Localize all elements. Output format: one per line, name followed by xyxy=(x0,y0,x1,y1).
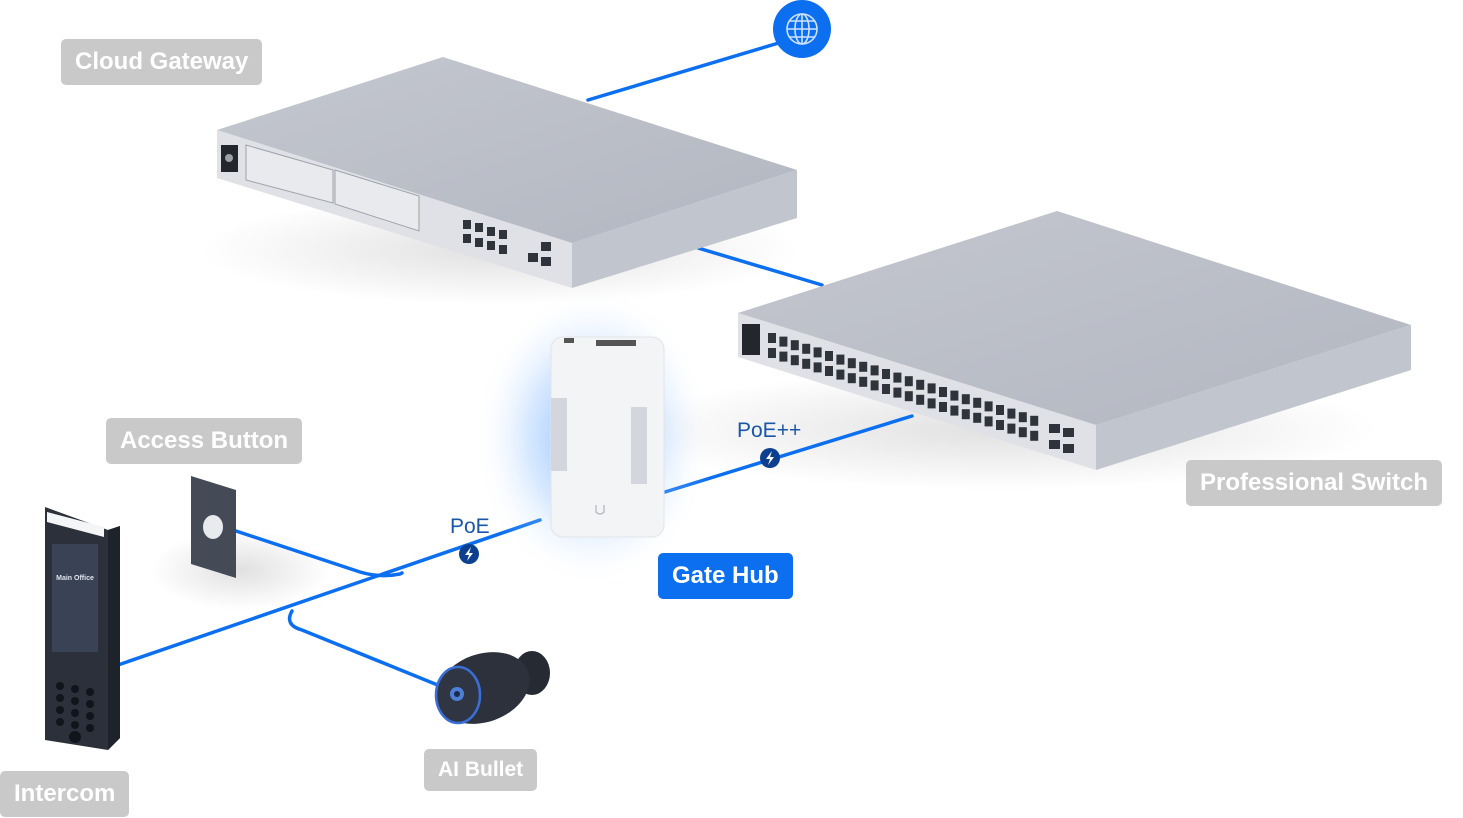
switch-port xyxy=(916,379,925,390)
intercom-screen xyxy=(52,544,98,652)
switch-port xyxy=(961,409,970,420)
switch-port xyxy=(904,391,913,402)
switch-port xyxy=(813,347,822,358)
switch-port xyxy=(813,362,822,373)
switch-port xyxy=(825,351,833,361)
switch-port xyxy=(973,412,982,423)
switch-port xyxy=(825,366,833,376)
switch-port xyxy=(836,354,845,365)
switch-port xyxy=(859,376,868,387)
switch-port xyxy=(859,361,868,372)
intercom-label[interactable]: Intercom xyxy=(0,771,130,817)
switch-port xyxy=(904,376,913,387)
drive-bay-2 xyxy=(334,169,420,232)
switch-port xyxy=(802,358,811,369)
switch-port xyxy=(870,365,879,376)
switch-port xyxy=(790,355,799,366)
poe-plus-badge xyxy=(760,448,780,468)
poe-badge xyxy=(459,544,479,564)
link-gatehub-camera xyxy=(287,609,447,690)
lightning-icon xyxy=(465,547,473,561)
switch-port xyxy=(847,358,856,369)
switch-port xyxy=(996,405,1004,415)
switch-port xyxy=(939,402,947,412)
professional-switch-device xyxy=(738,211,1411,470)
switch-ports xyxy=(768,333,1039,441)
internet-node xyxy=(773,0,831,58)
link-gateway-switch xyxy=(696,246,824,287)
switch-port xyxy=(973,397,982,408)
gateway-ports xyxy=(463,220,551,266)
poe-plus-label: PoE++ xyxy=(737,419,802,442)
switch-port xyxy=(939,387,947,397)
switch-display xyxy=(742,324,760,355)
switch-port xyxy=(893,372,902,383)
switch-port xyxy=(779,351,788,362)
drive-bay-1 xyxy=(245,144,334,204)
intercom-screen-title: Main Office xyxy=(56,575,94,582)
link-gatehub-button xyxy=(234,529,404,578)
cloud-gateway-device xyxy=(217,57,797,288)
gate-hub-device xyxy=(550,336,665,538)
ai-bullet-device xyxy=(434,651,550,725)
switch-port xyxy=(882,384,890,394)
access-button-device xyxy=(191,476,236,578)
switch-port xyxy=(768,348,776,358)
switch-port xyxy=(836,369,845,380)
switch-port xyxy=(882,369,890,379)
switch-port xyxy=(927,383,936,394)
globe-icon xyxy=(786,13,818,45)
lightning-icon xyxy=(766,451,774,465)
switch-port xyxy=(1007,408,1016,419)
switch-port xyxy=(916,394,925,405)
switch-port xyxy=(802,343,811,354)
switch-port xyxy=(893,387,902,398)
switch-port xyxy=(870,380,879,391)
switch-port xyxy=(984,416,993,427)
sfp-ports xyxy=(1049,424,1074,453)
ai-bullet-label[interactable]: AI Bullet xyxy=(424,749,538,791)
link-internet-gateway xyxy=(586,40,784,102)
switch-port xyxy=(950,390,959,401)
poe-label: PoE xyxy=(450,515,490,538)
intercom-keypad xyxy=(56,682,94,743)
switch-port xyxy=(950,405,959,416)
cloud-gateway-label[interactable]: Cloud Gateway xyxy=(61,39,263,85)
switch-port xyxy=(1018,427,1027,438)
switch-port xyxy=(847,373,856,384)
switch-port xyxy=(961,394,970,405)
ubiquiti-logo-icon xyxy=(595,505,605,515)
switch-port xyxy=(779,336,788,347)
button-shadow xyxy=(150,530,330,610)
switch-port xyxy=(927,398,936,409)
switch-port xyxy=(996,420,1004,430)
switch-port xyxy=(984,401,993,412)
gate-hub-label[interactable]: Gate Hub xyxy=(658,553,793,599)
switch-port xyxy=(1018,412,1027,423)
switch-port xyxy=(1030,430,1039,441)
switch-port xyxy=(1007,423,1016,434)
switch-port xyxy=(790,340,799,351)
access-button-label[interactable]: Access Button xyxy=(106,418,303,464)
switch-port xyxy=(1030,415,1039,426)
professional-switch-label[interactable]: Professional Switch xyxy=(1186,460,1443,506)
switch-port xyxy=(768,333,776,343)
intercom-device: Main Office xyxy=(45,507,120,750)
